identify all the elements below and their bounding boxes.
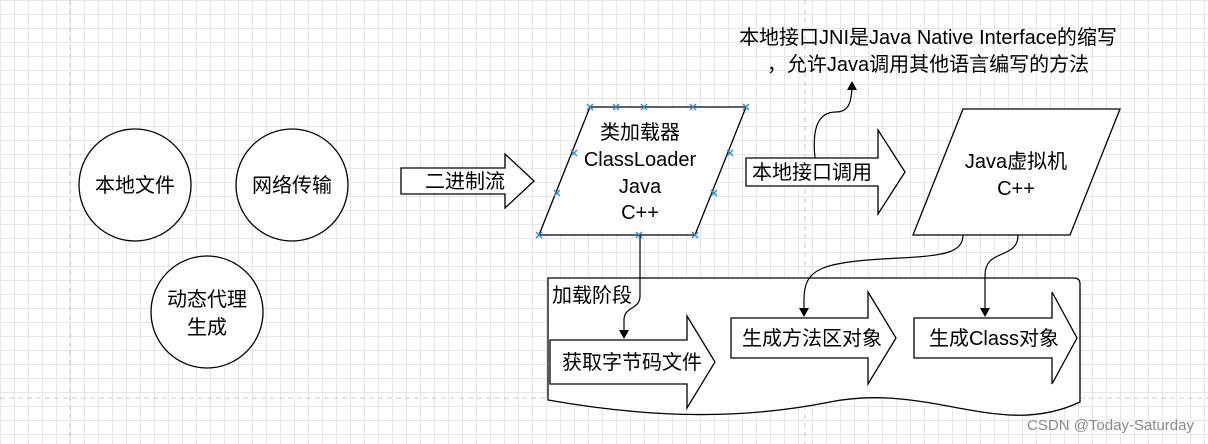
classloader-to-bytecode-connector: [619, 235, 641, 339]
jvm-to-class-object-connector: [980, 234, 1019, 317]
native-call-arrow[interactable]: 本地接口调用: [745, 127, 906, 217]
jvm-to-method-area-connector: [799, 234, 964, 317]
local-file-node[interactable]: 本地文件: [78, 128, 192, 242]
native-call-label: 本地接口调用: [752, 161, 872, 184]
watermark: CSDN @Today-Saturday: [1027, 417, 1194, 434]
step-method-area-arrow[interactable]: 生成方法区对象: [730, 289, 897, 387]
step-class-object-arrow[interactable]: 生成Class对象: [913, 291, 1078, 385]
step-method-area-label: 生成方法区对象: [742, 327, 882, 350]
selection-handles: [535, 103, 750, 239]
jni-note-connector: [813, 81, 857, 159]
local-file-label: 本地文件: [95, 174, 175, 197]
step-get-bytecode-label: 获取字节码文件: [562, 351, 702, 374]
jni-note-line1: 本地接口JNI是Java Native Interface的缩写: [739, 26, 1117, 49]
classloader-label-line4: C++: [621, 202, 659, 224]
step-get-bytecode-arrow[interactable]: 获取字节码文件: [549, 313, 716, 411]
classloader-node[interactable]: 类加载器 ClassLoader Java C++: [535, 103, 750, 239]
jni-note-line2: ，允许Java调用其他语言编写的方法: [767, 53, 1089, 76]
network-transfer-label: 网络传输: [252, 174, 332, 197]
loading-stage-title: 加载阶段: [552, 284, 632, 307]
step-class-object-label: 生成Class对象: [929, 327, 1059, 350]
classloader-label-line3: Java: [619, 176, 662, 198]
classloader-label-line2: ClassLoader: [584, 149, 697, 171]
jvm-label-line1: Java虚拟机: [965, 150, 1067, 173]
binary-stream-label: 二进制流: [425, 170, 505, 193]
dynamic-proxy-node[interactable]: 动态代理 生成: [150, 255, 264, 369]
dynamic-proxy-label-line2: 生成: [187, 316, 227, 339]
jvm-label-line2: C++: [997, 178, 1035, 200]
network-transfer-node[interactable]: 网络传输: [235, 128, 349, 242]
dynamic-proxy-label-line1: 动态代理: [167, 288, 247, 311]
classloader-label-line1: 类加载器: [600, 121, 680, 144]
binary-stream-arrow[interactable]: 二进制流: [400, 152, 535, 210]
jvm-node[interactable]: Java虚拟机 C++: [912, 108, 1121, 236]
